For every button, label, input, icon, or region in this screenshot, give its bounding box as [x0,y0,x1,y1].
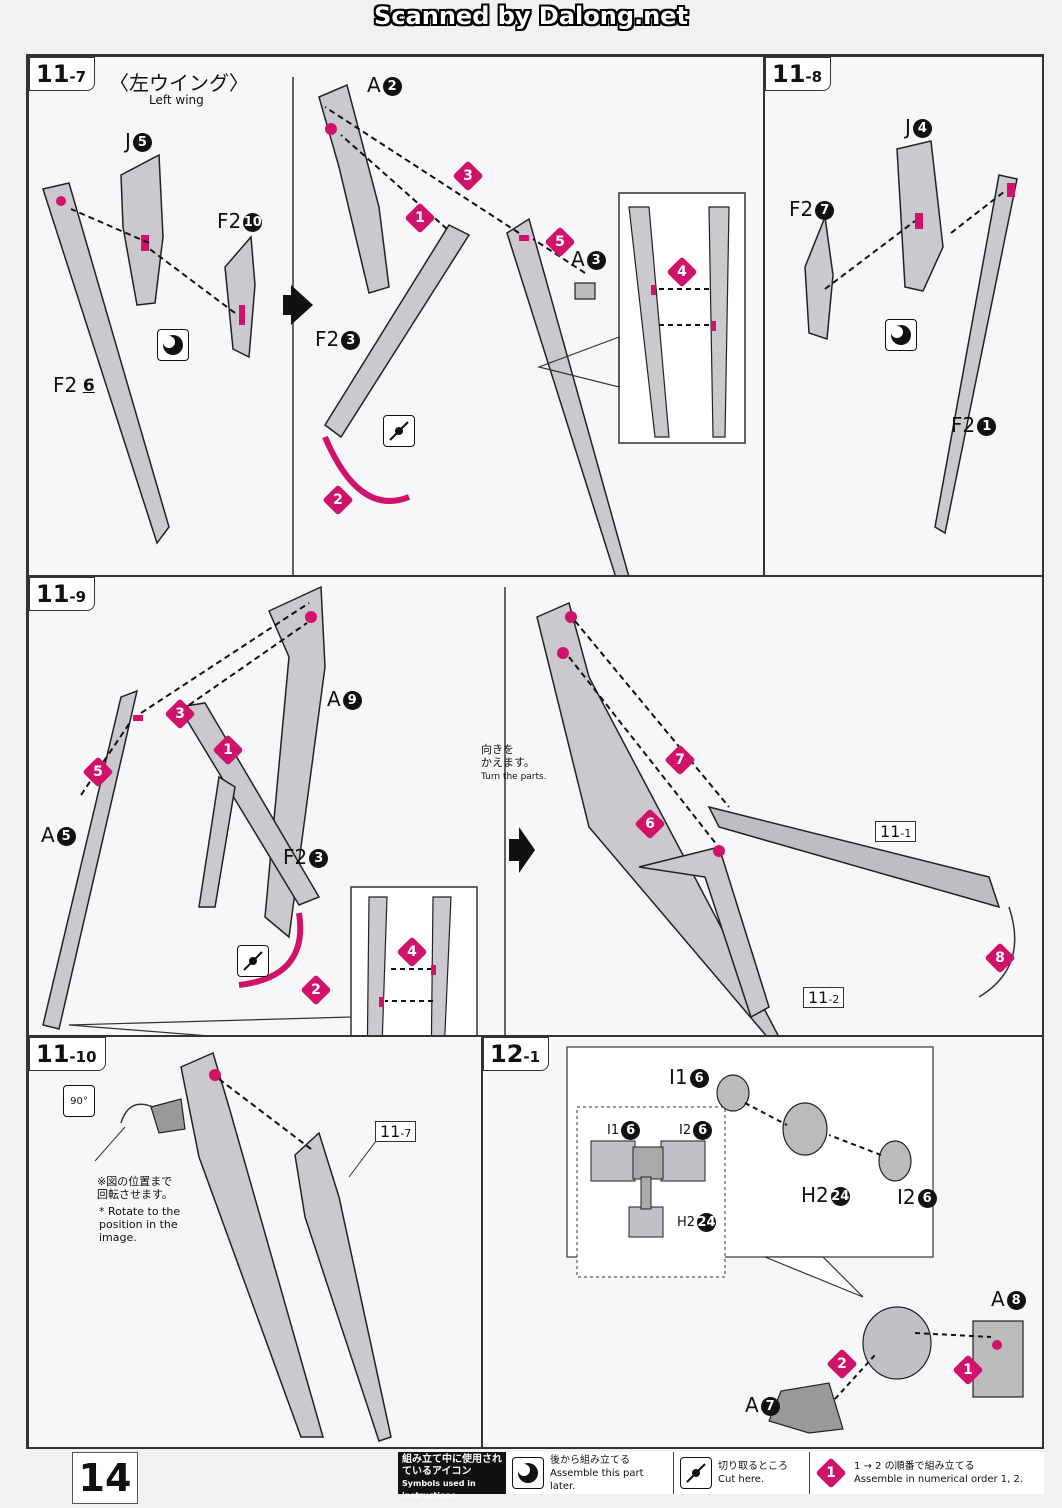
step-title-jp: 〈左ウイング〉 [109,71,249,95]
sequence-marker-2: 2 [300,974,332,1006]
rotate-90-icon: 90° [63,1085,95,1117]
page-number: 14 [72,1452,138,1504]
wing-illustration-11-9 [42,585,1016,1035]
rotate-note-en: * Rotate to the position in the image. [99,1205,181,1244]
sequence-marker-1: 1 [952,1354,984,1386]
panel-step-11-9: 11-9 [28,576,1044,1036]
sequence-marker-3: 3 [164,698,196,730]
ref-step-11-1: 11-1 [875,821,917,842]
turn-parts-jp: 向きを かえます。 [481,743,535,769]
order-badge-icon: 1 [815,1457,847,1489]
sequence-marker-4: 4 [666,256,698,288]
thruster-illustration-12-1 [566,1046,1024,1434]
sequence-marker-4: 4 [396,936,428,968]
sequence-marker-7: 7 [664,744,696,776]
sequence-marker-5: 5 [544,226,576,258]
cut-here-icon [680,1457,712,1489]
rotate-note-jp: ※図の位置まで 回転させます。 [97,1175,173,1201]
wing-illustration-11-8 [804,140,1018,535]
step-label-11-10: 11-10 [29,1037,106,1071]
cut-here-icon [383,415,415,447]
assemble-later-icon [157,329,189,361]
panel-step-11-10: 11-10 90° ※図の位置まで 回転させます。 * Rotate to th… [28,1036,482,1449]
wing-illustration-11-10 [94,1051,392,1442]
panel-step-11-7: 11-7 〈左ウイング〉 Left wing [28,56,764,576]
sequence-marker-6: 6 [634,808,666,840]
instruction-frame: 11-7 〈左ウイング〉 Left wing [26,54,1044,1449]
sequence-marker-2: 2 [826,1348,858,1380]
step-label-12-1: 12-1 [483,1037,550,1071]
wing-illustration-11-7 [42,77,746,575]
sequence-marker-1: 1 [212,734,244,766]
sequence-marker-8: 8 [984,942,1016,974]
ref-step-11-2: 11-2 [803,987,845,1008]
icon-legend: 組み立て中に使用されているアイコン Symbols used in instru… [398,1452,1044,1500]
ref-step-11-7: 11-7 [375,1121,417,1142]
step-title-en: Left wing [149,93,204,107]
assemble-later-icon [885,319,917,351]
sequence-marker-1: 1 [404,202,436,234]
cut-here-icon [237,945,269,977]
sequence-marker-2: 2 [322,484,354,516]
step-label-11-8: 11-8 [765,57,832,91]
legend-title: 組み立て中に使用されているアイコン Symbols used in instru… [398,1452,506,1500]
sequence-marker-3: 3 [452,160,484,192]
watermark: Scanned by Dalong.net [374,2,688,30]
turn-parts-en: Turn the parts. [481,772,547,782]
step-label-11-7: 11-7 [29,57,96,91]
step-label-11-9: 11-9 [29,577,96,611]
sequence-marker-5: 5 [82,756,114,788]
assemble-later-icon [512,1457,544,1489]
